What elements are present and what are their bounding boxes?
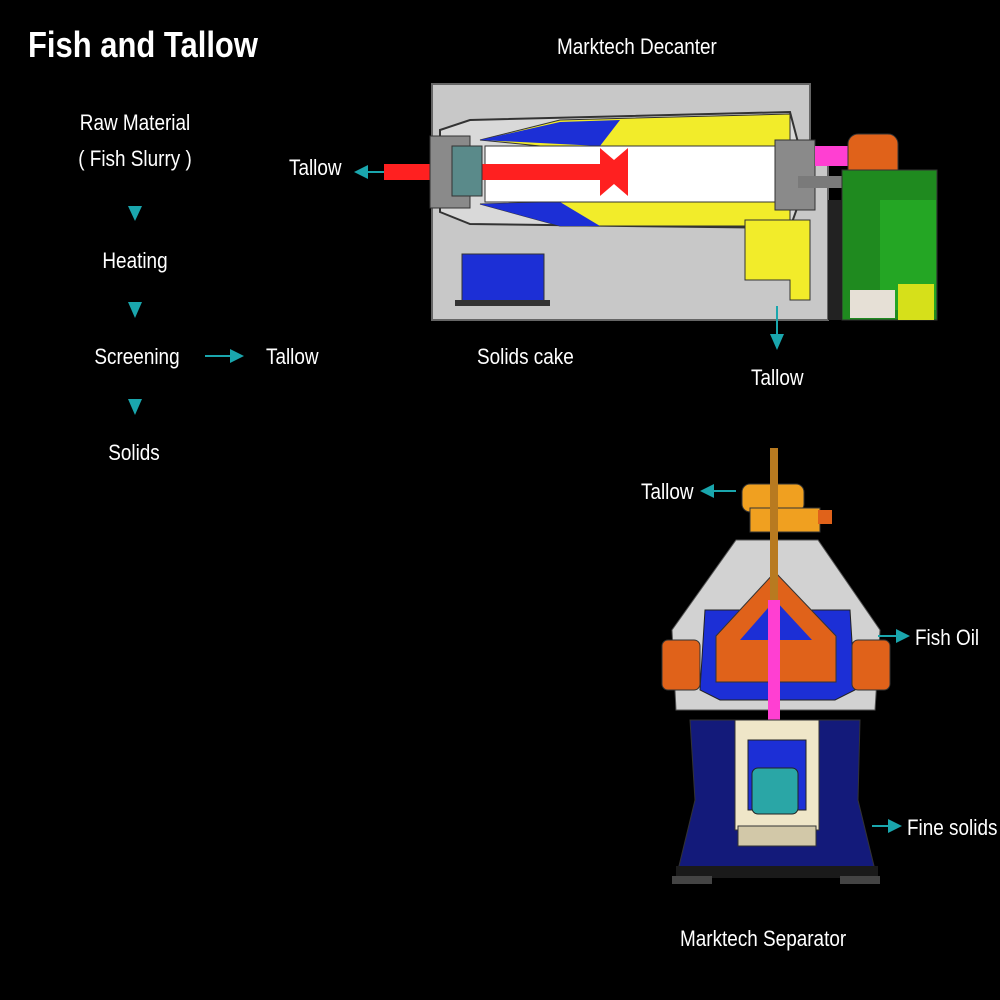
decanter-tallow-bottom-label: Tallow (751, 365, 804, 390)
page-title: Fish and Tallow (28, 24, 258, 65)
decanter-solids-cake-label: Solids cake (477, 344, 574, 369)
flow-step-heating: Heating (102, 248, 168, 273)
flow-step-screening: Screening (94, 344, 180, 369)
decanter-tallow-left-arrow (354, 165, 384, 179)
screening-output-tallow: Tallow (266, 344, 319, 369)
decanter-machine (384, 83, 938, 321)
separator-tallow-arrow (700, 484, 736, 498)
flow-arrow-down-3 (128, 399, 142, 415)
separator-fish-oil-arrow (878, 629, 910, 643)
flow-step-raw-material: Raw Material (79, 110, 191, 135)
decanter-tallow-bottom-arrow (770, 306, 784, 350)
decanter-tallow-left-label: Tallow (289, 155, 342, 180)
flow-step-raw-material-sub: ( Fish Slurry ) (78, 146, 192, 171)
decanter-title: Marktech Decanter (557, 34, 717, 59)
screening-right-arrow (205, 349, 244, 363)
separator-tallow-label: Tallow (641, 479, 694, 504)
separator-title: Marktech Separator (680, 926, 847, 951)
separator-fine-solids-arrow (872, 819, 902, 833)
separator-fine-solids-label: Fine solids (907, 815, 998, 840)
separator-fish-oil-label: Fish Oil (915, 625, 980, 650)
flow-arrow-down-1 (128, 206, 142, 221)
flow-step-solids: Solids (108, 440, 160, 465)
separator-machine (661, 448, 891, 884)
flow-arrow-down-2 (128, 302, 142, 318)
